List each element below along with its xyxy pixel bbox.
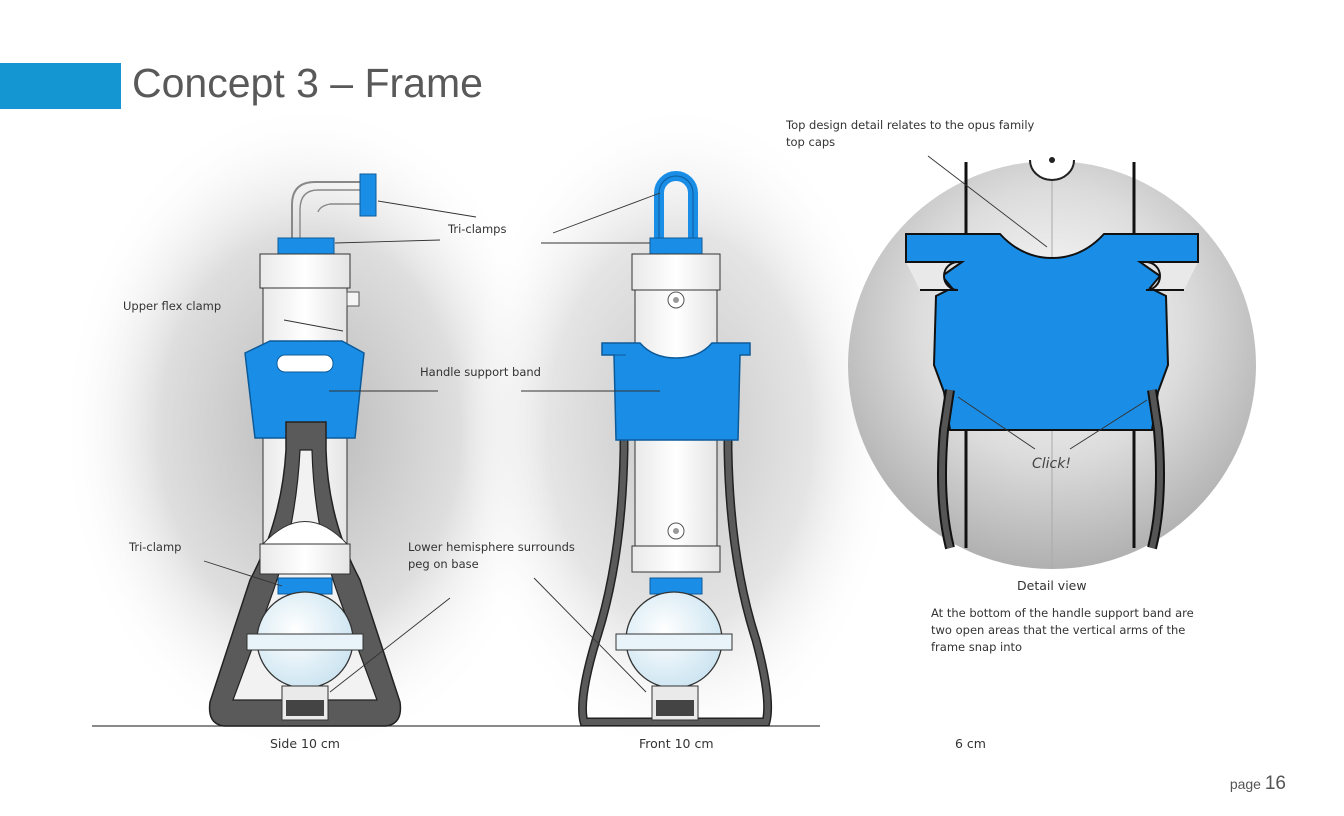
label-handle-support-band: Handle support band [420,365,541,379]
title-accent-bar [0,63,121,109]
caption-front: Front 10 cm [639,736,714,751]
label-detail-view: Detail view [1017,578,1087,593]
page-prefix: page [1229,776,1261,792]
label-tri-clamps: Tri-clamps [448,222,507,236]
caption-detail-size: 6 cm [955,736,986,751]
page-number-value: 16 [1264,773,1286,794]
label-top-design-detail: Top design detail relates to the opus fa… [786,118,1035,149]
page-title: Concept 3 – Frame [132,60,483,106]
side-view-drawing [208,173,402,727]
caption-side: Side 10 cm [270,736,340,751]
page-number: page 16 [1230,773,1286,795]
label-upper-flex-clamp: Upper flex clamp [123,299,222,313]
label-detail-note: At the bottom of the handle support band… [931,606,1194,654]
label-click: Click! [1032,456,1071,472]
label-tri-clamp: Tri-clamp [129,540,182,554]
front-view-drawing [578,171,773,727]
leader-lines [203,155,1148,693]
label-lower-hemisphere: Lower hemisphere surrounds peg on base [408,540,575,571]
detail-circle [848,157,1256,569]
